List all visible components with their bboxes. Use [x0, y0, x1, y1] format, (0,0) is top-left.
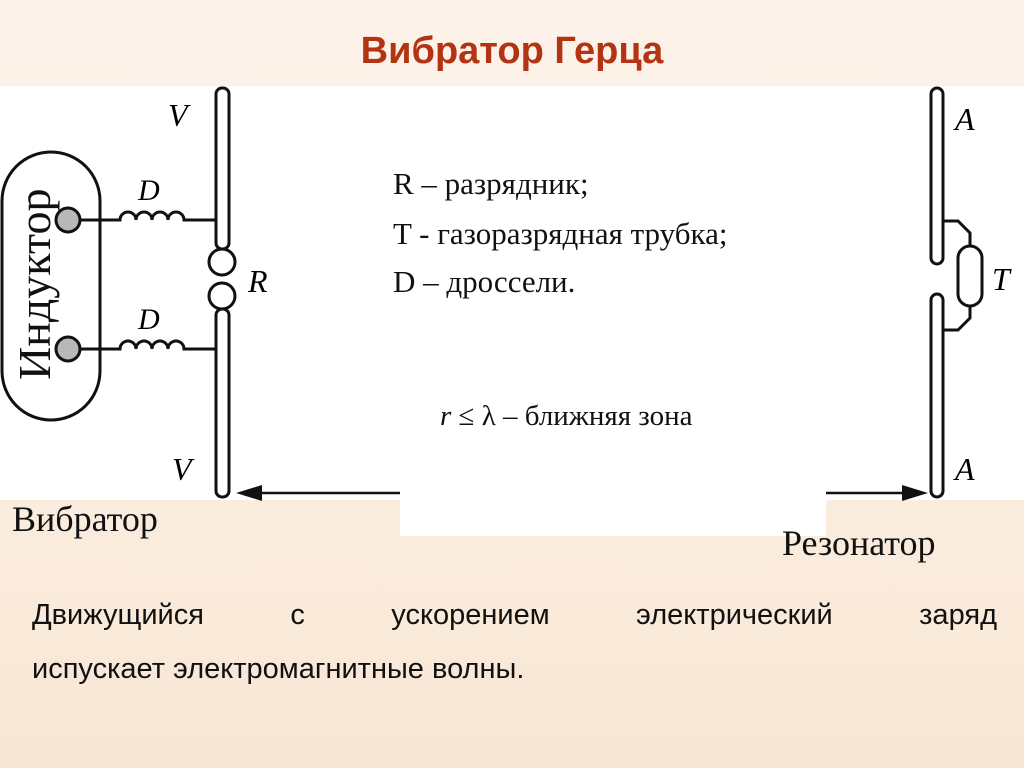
discharge-tube: [956, 244, 984, 308]
inductor-body: [0, 150, 102, 422]
conclusion-line-2: испускает электромагнитные волны.: [32, 653, 525, 685]
near-zone-r: r: [440, 400, 452, 432]
near-zone-formula: r ≤ λ – ближняя зона: [440, 400, 692, 433]
inductor-terminal-bottom: [54, 335, 82, 363]
legend-chokes: D – дроссели.: [393, 264, 576, 299]
inductor-label: Индуктор: [9, 189, 60, 380]
vibrator-end-bottom-label: V: [172, 451, 195, 487]
spark-gap-ball-bottom: [207, 281, 237, 311]
legend-spark-gap: R – разрядник;: [393, 166, 589, 201]
near-zone-le: ≤: [458, 400, 475, 432]
vibrator-rod-bottom: [214, 307, 231, 499]
arrow-to-vibrator-head: [236, 485, 262, 501]
conclusion-text: Движущийся с ускорением электрический за…: [32, 588, 997, 696]
resonator-end-top-label: A: [953, 101, 975, 137]
resonator-rod-top: [929, 86, 945, 266]
near-zone-lambda: λ: [481, 400, 496, 432]
spark-gap-label: R: [247, 263, 268, 299]
spark-gap-ball-top: [207, 247, 237, 277]
choke-bottom: [80, 339, 216, 351]
choke-label-bottom: D: [137, 303, 160, 336]
arrow-to-resonator-head: [902, 485, 928, 501]
tube-label: T: [992, 261, 1012, 297]
resonator-caption: Резонатор: [782, 523, 936, 563]
vibrator-end-top-label: V: [168, 97, 191, 133]
near-zone-panel: [400, 480, 826, 536]
resonator-end-bottom-label: A: [953, 451, 975, 487]
tube-wire-bottom: [943, 306, 972, 332]
near-zone-text: – ближняя зона: [503, 400, 693, 432]
conclusion-line-1: Движущийся с ускорением электрический за…: [32, 599, 997, 631]
resonator-rod-bottom: [929, 292, 945, 499]
vibrator-rod-top: [214, 86, 231, 251]
diagram-panel: [0, 86, 1024, 500]
vibrator-caption: Вибратор: [12, 499, 158, 539]
slide-title: Вибратор Герца: [360, 30, 664, 72]
choke-top: [80, 210, 216, 222]
choke-label-top: D: [137, 174, 160, 207]
tube-wire-top: [943, 219, 972, 246]
inductor-terminal-top: [54, 206, 82, 234]
legend-discharge-tube: T - газоразрядная трубка;: [393, 216, 728, 251]
